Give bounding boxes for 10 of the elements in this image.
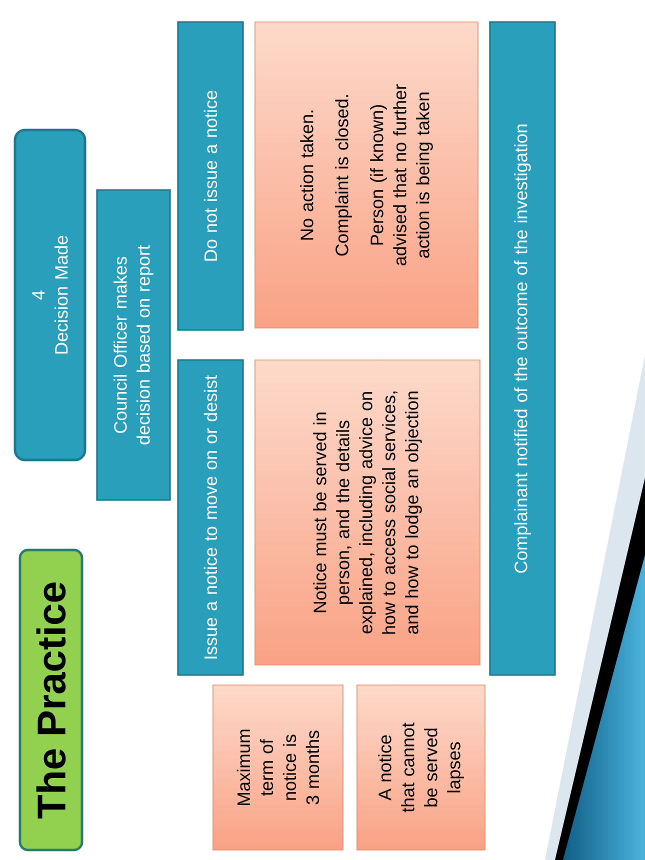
process-box: Council Officer makes decision based on report: [96, 189, 171, 501]
process-box: Do not issue a notice: [177, 21, 244, 331]
process-box: Complainant notified of the outcome of the investigation: [489, 21, 556, 676]
process-box: Issue a notice to move on or desist: [177, 359, 244, 676]
note-box: No action taken. Complaint is closed. Person (if known) advised that no further action is being taken: [254, 22, 478, 328]
title-banner: The Practice: [18, 548, 84, 852]
step-heading-box: 4 Decision Made: [14, 128, 86, 462]
note-box: Notice must be served in person, and the details explained, including advice on how to access social services, and how to lodge an objection: [254, 360, 480, 666]
note-box: Maximum term of notice is 3 months: [212, 684, 344, 850]
note-box: A notice that cannot be served lapses: [356, 684, 486, 850]
